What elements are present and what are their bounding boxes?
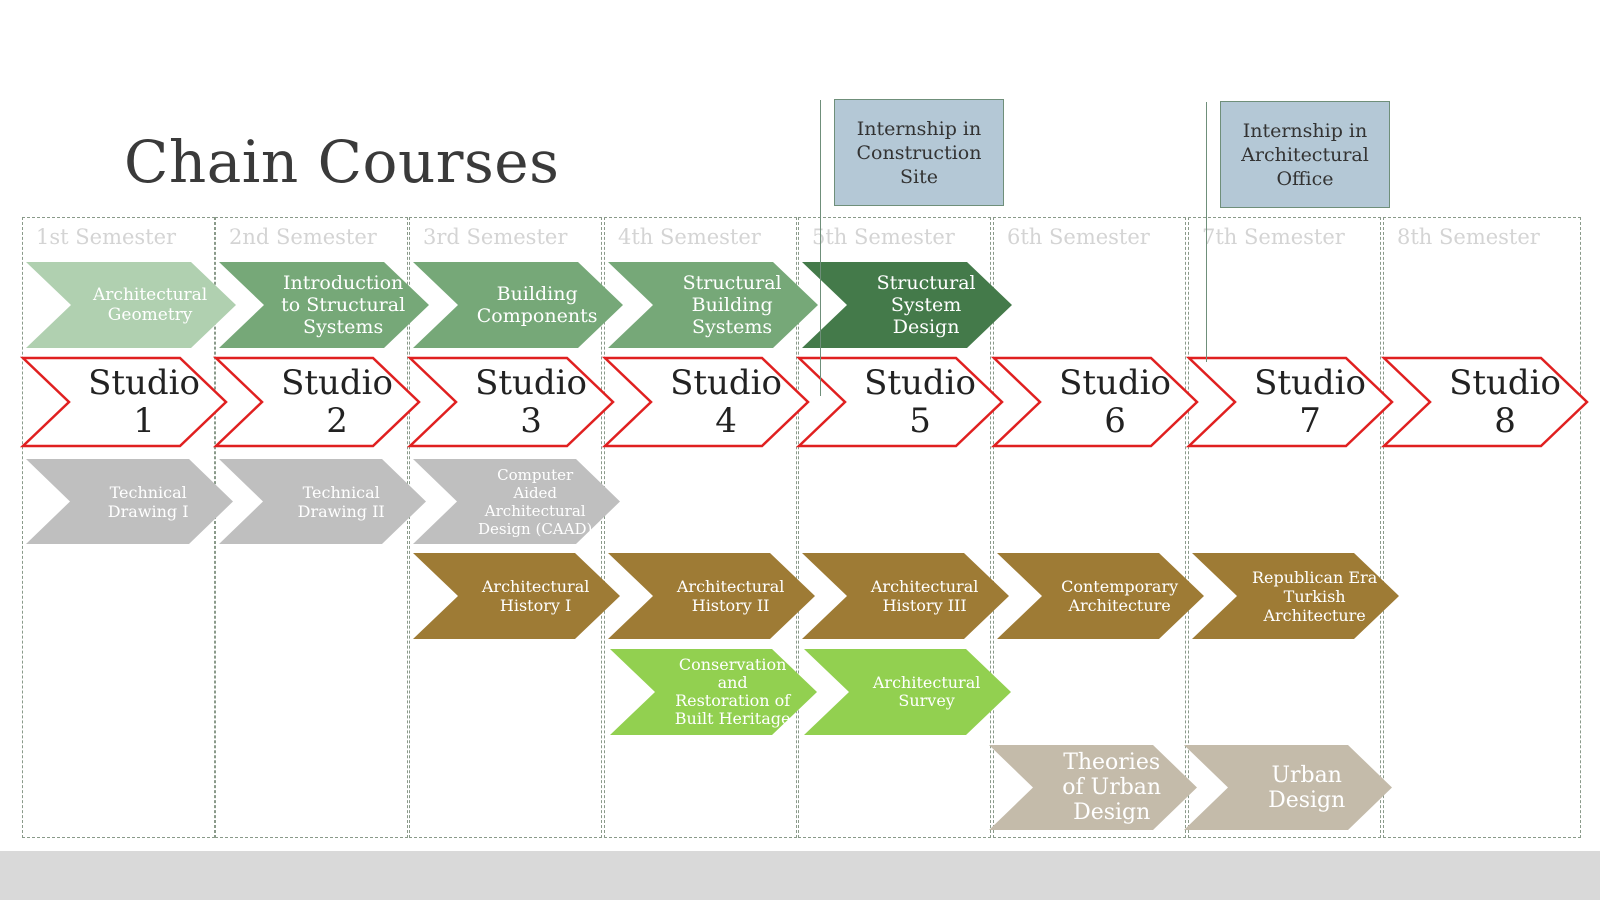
course-chevron-conservation: Architectural Survey [804,649,1011,735]
chevron-shape [989,745,1197,830]
chevron-shape [608,553,815,639]
studio-chevron: Studio 1 [19,356,228,448]
chevron-shape [804,649,1011,735]
chevron-label: Studio 8 [1449,363,1562,441]
chevron-label: Structural System Design [876,272,976,338]
chevron-label: Technical Drawing I [107,482,189,521]
semester-column [604,217,797,838]
chevron-shape [990,356,1199,448]
course-chevron-structural: Structural System Design [802,262,1012,348]
semester-column [993,217,1186,838]
studio-chevron: Studio 2 [212,356,421,448]
chevron-shape [413,459,620,544]
course-chevron-conservation: Conservation and Restoration of Built He… [610,649,817,735]
chevron-shape [1380,356,1589,448]
chevron-shape [802,553,1009,639]
chevron-shape [406,356,615,448]
course-chevron-structural: Building Components [413,262,623,348]
internship-box: Internship in Construction Site [834,99,1004,206]
internship-connector-line [820,100,821,396]
chevron-label: Studio 5 [864,363,977,441]
semester-column [1383,217,1581,838]
semester-header: 6th Semester [1007,225,1150,249]
semester-header: 1st Semester [36,225,177,249]
course-chevron-history: Architectural History III [802,553,1009,639]
course-chevron-history: Architectural History I [413,553,620,639]
semester-header: 4th Semester [618,225,761,249]
chevron-label: Theories of Urban Design [1062,750,1162,825]
studio-chevron: Studio 3 [406,356,615,448]
semester-column [798,217,991,838]
chevron-label: Introduction to Structural Systems [281,272,406,338]
chevron-label: Structural Building Systems [682,272,782,338]
chevron-label: Architectural Geometry [93,285,208,325]
chevron-label: Studio 1 [88,363,201,441]
chevron-label: Technical Drawing II [297,482,385,521]
chevron-label: Studio 7 [1254,363,1367,441]
chevron-shape [610,649,817,735]
chevron-shape [413,262,623,348]
course-chevron-structural: Architectural Geometry [26,262,236,348]
semester-header: 3rd Semester [423,225,568,249]
semester-column [215,217,408,838]
studio-chevron: Studio 6 [990,356,1199,448]
chevron-shape [413,553,620,639]
chevron-shape [19,356,228,448]
chevron-shape [219,459,426,544]
semester-column [409,217,602,838]
chevron-shape [608,262,818,348]
chevron-label: Studio 3 [475,363,588,441]
chevron-shape [26,262,236,348]
chevron-shape [219,262,429,348]
chevron-label: Architectural History I [481,577,590,615]
course-chevron-urban: Theories of Urban Design [989,745,1197,830]
chevron-label: Architectural History III [870,577,979,615]
chevron-label: Architectural Survey [872,673,981,710]
chevron-label: Republican Era Turkish Architecture [1251,567,1378,625]
studio-chevron: Studio 7 [1185,356,1394,448]
page-title: Chain Courses [124,128,560,196]
chevron-shape [1192,553,1399,639]
internship-box: Internship in Architectural Office [1220,101,1390,208]
semester-header: 5th Semester [812,225,955,249]
studio-chevron: Studio 5 [795,356,1004,448]
course-chevron-drawing: Computer Aided Architectural Design (CAA… [413,459,620,544]
chevron-shape [997,553,1204,639]
chevron-label: Computer Aided Architectural Design (CAA… [478,465,593,538]
course-chevron-history: Republican Era Turkish Architecture [1192,553,1399,639]
chevron-shape [601,356,810,448]
semester-column [22,217,215,838]
chevron-shape [1184,745,1392,830]
course-chevron-structural: Introduction to Structural Systems [219,262,429,348]
chevron-label: Building Components [476,283,598,327]
course-chevron-drawing: Technical Drawing II [219,459,426,544]
chevron-shape [802,262,1012,348]
chevron-label: Studio 4 [670,363,783,441]
chevron-shape [795,356,1004,448]
studio-chevron: Studio 8 [1380,356,1589,448]
semester-header: 8th Semester [1397,225,1540,249]
chevron-label: Architectural History II [676,577,785,615]
course-chevron-structural: Structural Building Systems [608,262,818,348]
studio-chevron: Studio 4 [601,356,810,448]
semester-header: 2nd Semester [229,225,377,249]
internship-connector-line [1206,102,1207,362]
course-chevron-history: Architectural History II [608,553,815,639]
course-chevron-urban: Urban Design [1184,745,1392,830]
chevron-label: Conservation and Restoration of Built He… [674,655,791,728]
course-chevron-drawing: Technical Drawing I [26,459,233,544]
chevron-label: Contemporary Architecture [1061,577,1179,615]
chevron-label: Studio 6 [1059,363,1172,441]
course-chevron-history: Contemporary Architecture [997,553,1204,639]
semester-column [1188,217,1381,838]
chevron-label: Studio 2 [281,363,394,441]
footer-band [0,851,1600,900]
semester-header: 7th Semester [1202,225,1345,249]
chevron-label: Urban Design [1268,762,1346,813]
chevron-shape [1185,356,1394,448]
chevron-shape [212,356,421,448]
chevron-shape [26,459,233,544]
